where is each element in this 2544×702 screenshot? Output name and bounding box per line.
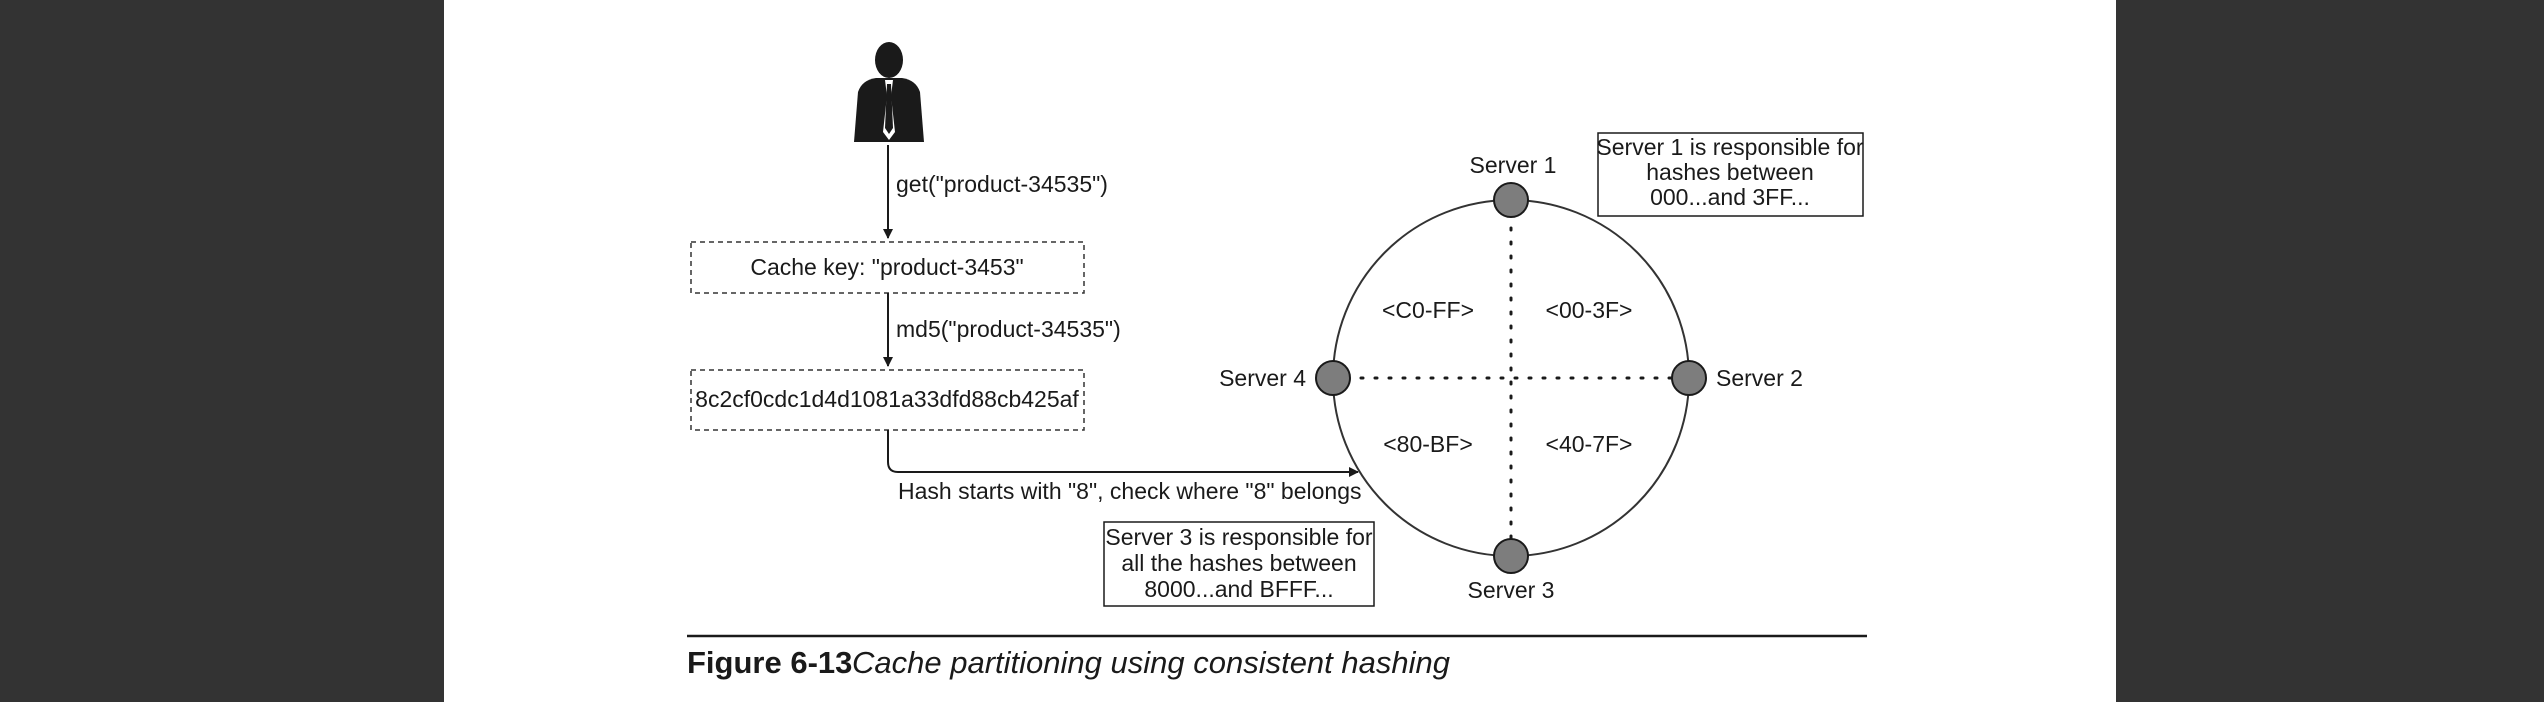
server-1-note-box	[1597, 132, 1864, 217]
server-1-label: Server 1	[1470, 152, 1557, 178]
server-3-note-line-1: Server 3 is responsible for	[1105, 524, 1373, 550]
server-4-node	[1315, 360, 1351, 396]
hash-note-label: Hash starts with "8", check where "8" be…	[898, 478, 1361, 504]
server-1-note-line-1: Server 1 is responsible for	[1596, 134, 1864, 160]
server-3-label: Server 3	[1468, 577, 1555, 603]
range-bottom-left: <80-BF>	[1383, 431, 1473, 457]
range-top-left: <C0-FF>	[1382, 297, 1474, 323]
server-1-node	[1493, 182, 1529, 218]
hash-to-ring-arrow	[887, 430, 1359, 477]
get-call-label: get("product-34535")	[896, 171, 1108, 197]
consistent-hashing-diagram: get("product-34535") Cache key: "product…	[687, 42, 1867, 680]
server-3-node	[1493, 538, 1529, 574]
server-4-label: Server 4	[1219, 365, 1306, 391]
server-2-node	[1671, 360, 1707, 396]
figure-page: get("product-34535") Cache key: "product…	[444, 0, 2116, 702]
hash-value-label: 8c2cf0cdc1d4d1081a33dfd88cb425af	[695, 386, 1079, 412]
range-bottom-right: <40-7F>	[1546, 431, 1633, 457]
server-3-note-line-2: all the hashes between	[1121, 550, 1356, 576]
range-top-right: <00-3F>	[1546, 297, 1633, 323]
user-icon	[854, 42, 924, 142]
cache-key-label: Cache key: "product-3453"	[750, 254, 1023, 280]
figure-caption: Cache partitioning using consistent hash…	[852, 645, 1450, 680]
hash-value-box	[690, 369, 1085, 431]
hash-ring	[1332, 199, 1690, 557]
server-1-note-line-2: hashes between	[1646, 159, 1814, 185]
server-3-note-box	[1103, 521, 1375, 607]
server-3-note-line-3: 8000...and BFFF...	[1144, 576, 1333, 602]
md5-call-label: md5("product-34535")	[896, 316, 1121, 342]
server-1-note-line-3: 000...and 3FF...	[1650, 184, 1810, 210]
figure-number: Figure 6-13	[687, 645, 852, 680]
server-2-label: Server 2	[1716, 365, 1803, 391]
